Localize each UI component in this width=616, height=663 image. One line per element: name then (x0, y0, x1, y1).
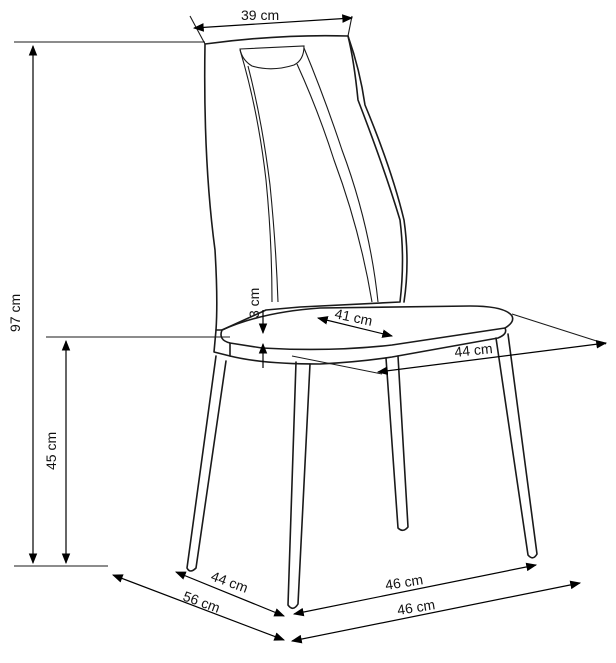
leg-back-right-far (495, 333, 538, 559)
backrest-handle (239, 45, 305, 70)
backrest-channel-right (303, 47, 379, 303)
dimension-labels: 39 cm 97 cm 45 cm 3 cm 41 cm 44 cm 44 cm… (7, 7, 493, 618)
seat-depth-label: 41 cm (333, 305, 374, 329)
seat-height-label: 45 cm (43, 432, 59, 470)
leg-front-left (186, 355, 227, 572)
base-width-outer-label: 46 cm (396, 596, 436, 618)
backrest-channel-left-inner (247, 65, 279, 303)
leg-front-right (287, 361, 311, 610)
back-width-label: 39 cm (241, 7, 279, 23)
base-depth-inner-label: 44 cm (209, 568, 250, 596)
total-height-label: 97 cm (7, 294, 23, 332)
seat-width-label: 44 cm (454, 340, 494, 360)
seat-thickness-label: 3 cm (246, 288, 262, 318)
backrest-side (347, 35, 408, 303)
backrest-channel-right-inner (296, 63, 373, 303)
dimension-lines (14, 14, 608, 644)
base-depth-outer-label: 56 cm (181, 588, 222, 616)
seat-front (229, 327, 507, 365)
chair-drawing (186, 34, 538, 610)
base-width-inner-label: 46 cm (384, 571, 424, 593)
backrest-channel-left (239, 49, 273, 303)
leg-back-right-near (385, 355, 409, 532)
